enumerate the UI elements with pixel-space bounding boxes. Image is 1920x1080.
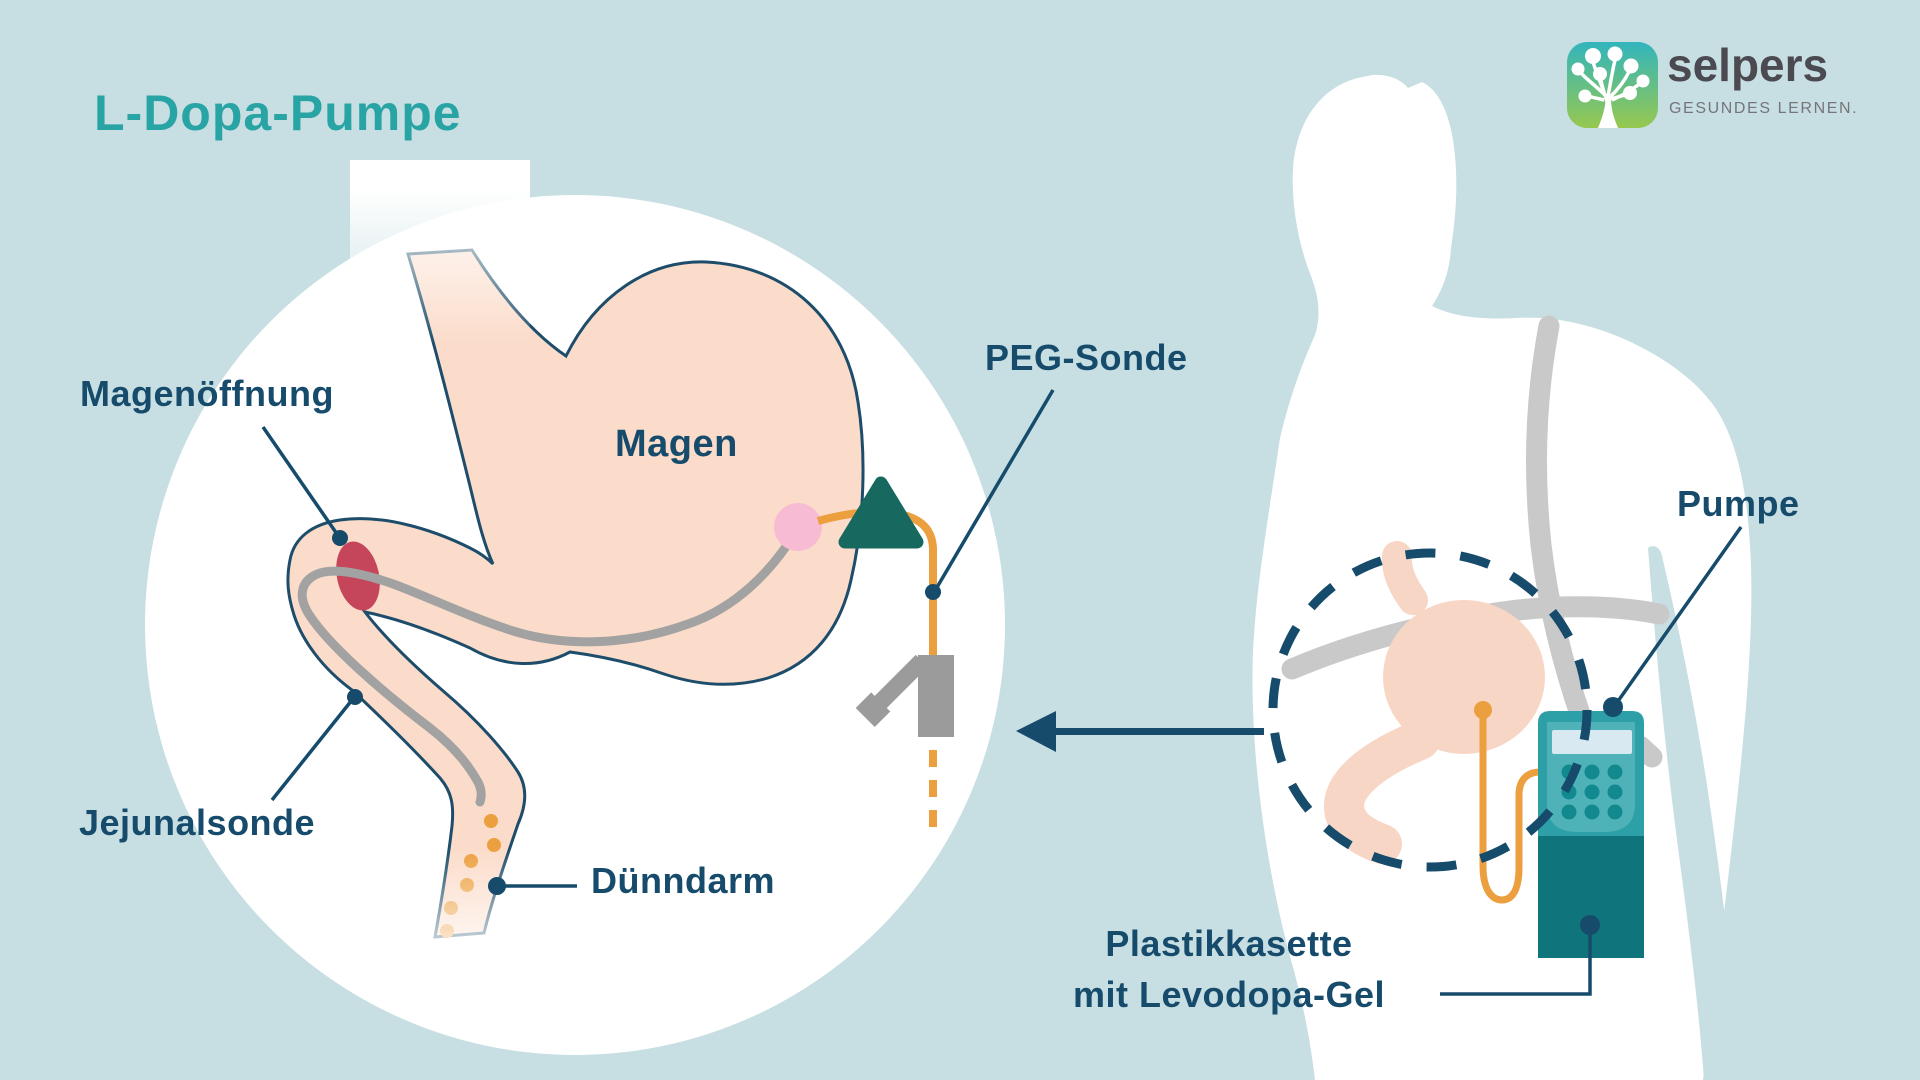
logo-tree-icon [1567, 42, 1658, 128]
jejunalsonde-dot [347, 689, 363, 705]
duenndarm-dot [488, 877, 506, 895]
esophagus-fade [350, 160, 530, 360]
pump-tube [1474, 701, 1541, 904]
arm-gap [1648, 546, 1742, 1080]
label-jejunalsonde: Jejunalsonde [79, 802, 316, 843]
mini-stomach [1324, 541, 1545, 864]
pointer-lines [261, 389, 1743, 996]
jejunal-tube [297, 523, 803, 807]
label-magen: Magen [615, 423, 738, 465]
label-pumpe: Pumpe [1677, 483, 1800, 524]
page-title: L-Dopa-Pumpe [94, 85, 462, 141]
stomach-illustration [286, 248, 865, 939]
cassette-dot [1580, 915, 1600, 935]
label-peg-sonde: PEG-Sonde [985, 337, 1188, 378]
tube-clamp-icon [855, 654, 954, 737]
label-plastikkasette: Plastikkasette mit Levodopa-Gel [1030, 918, 1428, 1020]
intestine-fade [395, 830, 565, 1000]
peg-sonde-dot [925, 584, 941, 600]
label-magenoeffnung: Magenöffnung [80, 373, 334, 414]
peg-entry-point [774, 503, 822, 551]
logo-brand-text: selpers [1667, 39, 1829, 91]
pump-screen [1552, 730, 1632, 754]
pointer-dots [332, 530, 1623, 935]
label-plastikkasette-line2: mit Levodopa-Gel [1072, 974, 1386, 1015]
logo-tagline: GESUNDES LERNEN. [1669, 100, 1859, 117]
left-arrow-icon [1016, 711, 1264, 752]
label-plastikkasette-line1: Plastikkasette [1105, 923, 1353, 964]
dashed-focus-circle [1268, 548, 1592, 872]
valve-triangle-icon [838, 476, 924, 549]
tube-anchor-dot [1474, 701, 1492, 719]
label-duenndarm: Dünndarm [591, 860, 775, 901]
pump-keypad [1561, 764, 1623, 820]
pumpe-dot [1603, 697, 1623, 717]
magenoeffnung-dot [332, 530, 348, 546]
